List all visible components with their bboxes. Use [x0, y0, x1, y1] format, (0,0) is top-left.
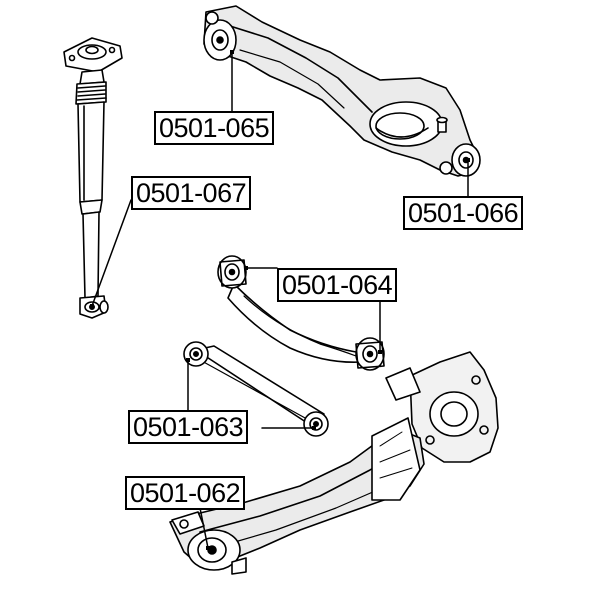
trailing-arm-knuckle	[169, 351, 499, 575]
shock-absorber	[63, 37, 123, 319]
leader-lines	[91, 51, 469, 549]
part-label-0501-066: 0501-066	[403, 196, 524, 230]
upper-control-arm	[203, 5, 481, 177]
part-label-0501-064: 0501-064	[277, 268, 398, 302]
part-label-0501-065: 0501-065	[154, 111, 275, 145]
part-label-0501-067: 0501-067	[131, 176, 252, 210]
part-label-0501-063: 0501-063	[128, 410, 249, 444]
part-label-0501-062: 0501-062	[125, 476, 246, 510]
lateral-link-lower	[183, 341, 329, 437]
leader-ends	[90, 50, 470, 550]
lateral-link-upper	[217, 255, 385, 371]
